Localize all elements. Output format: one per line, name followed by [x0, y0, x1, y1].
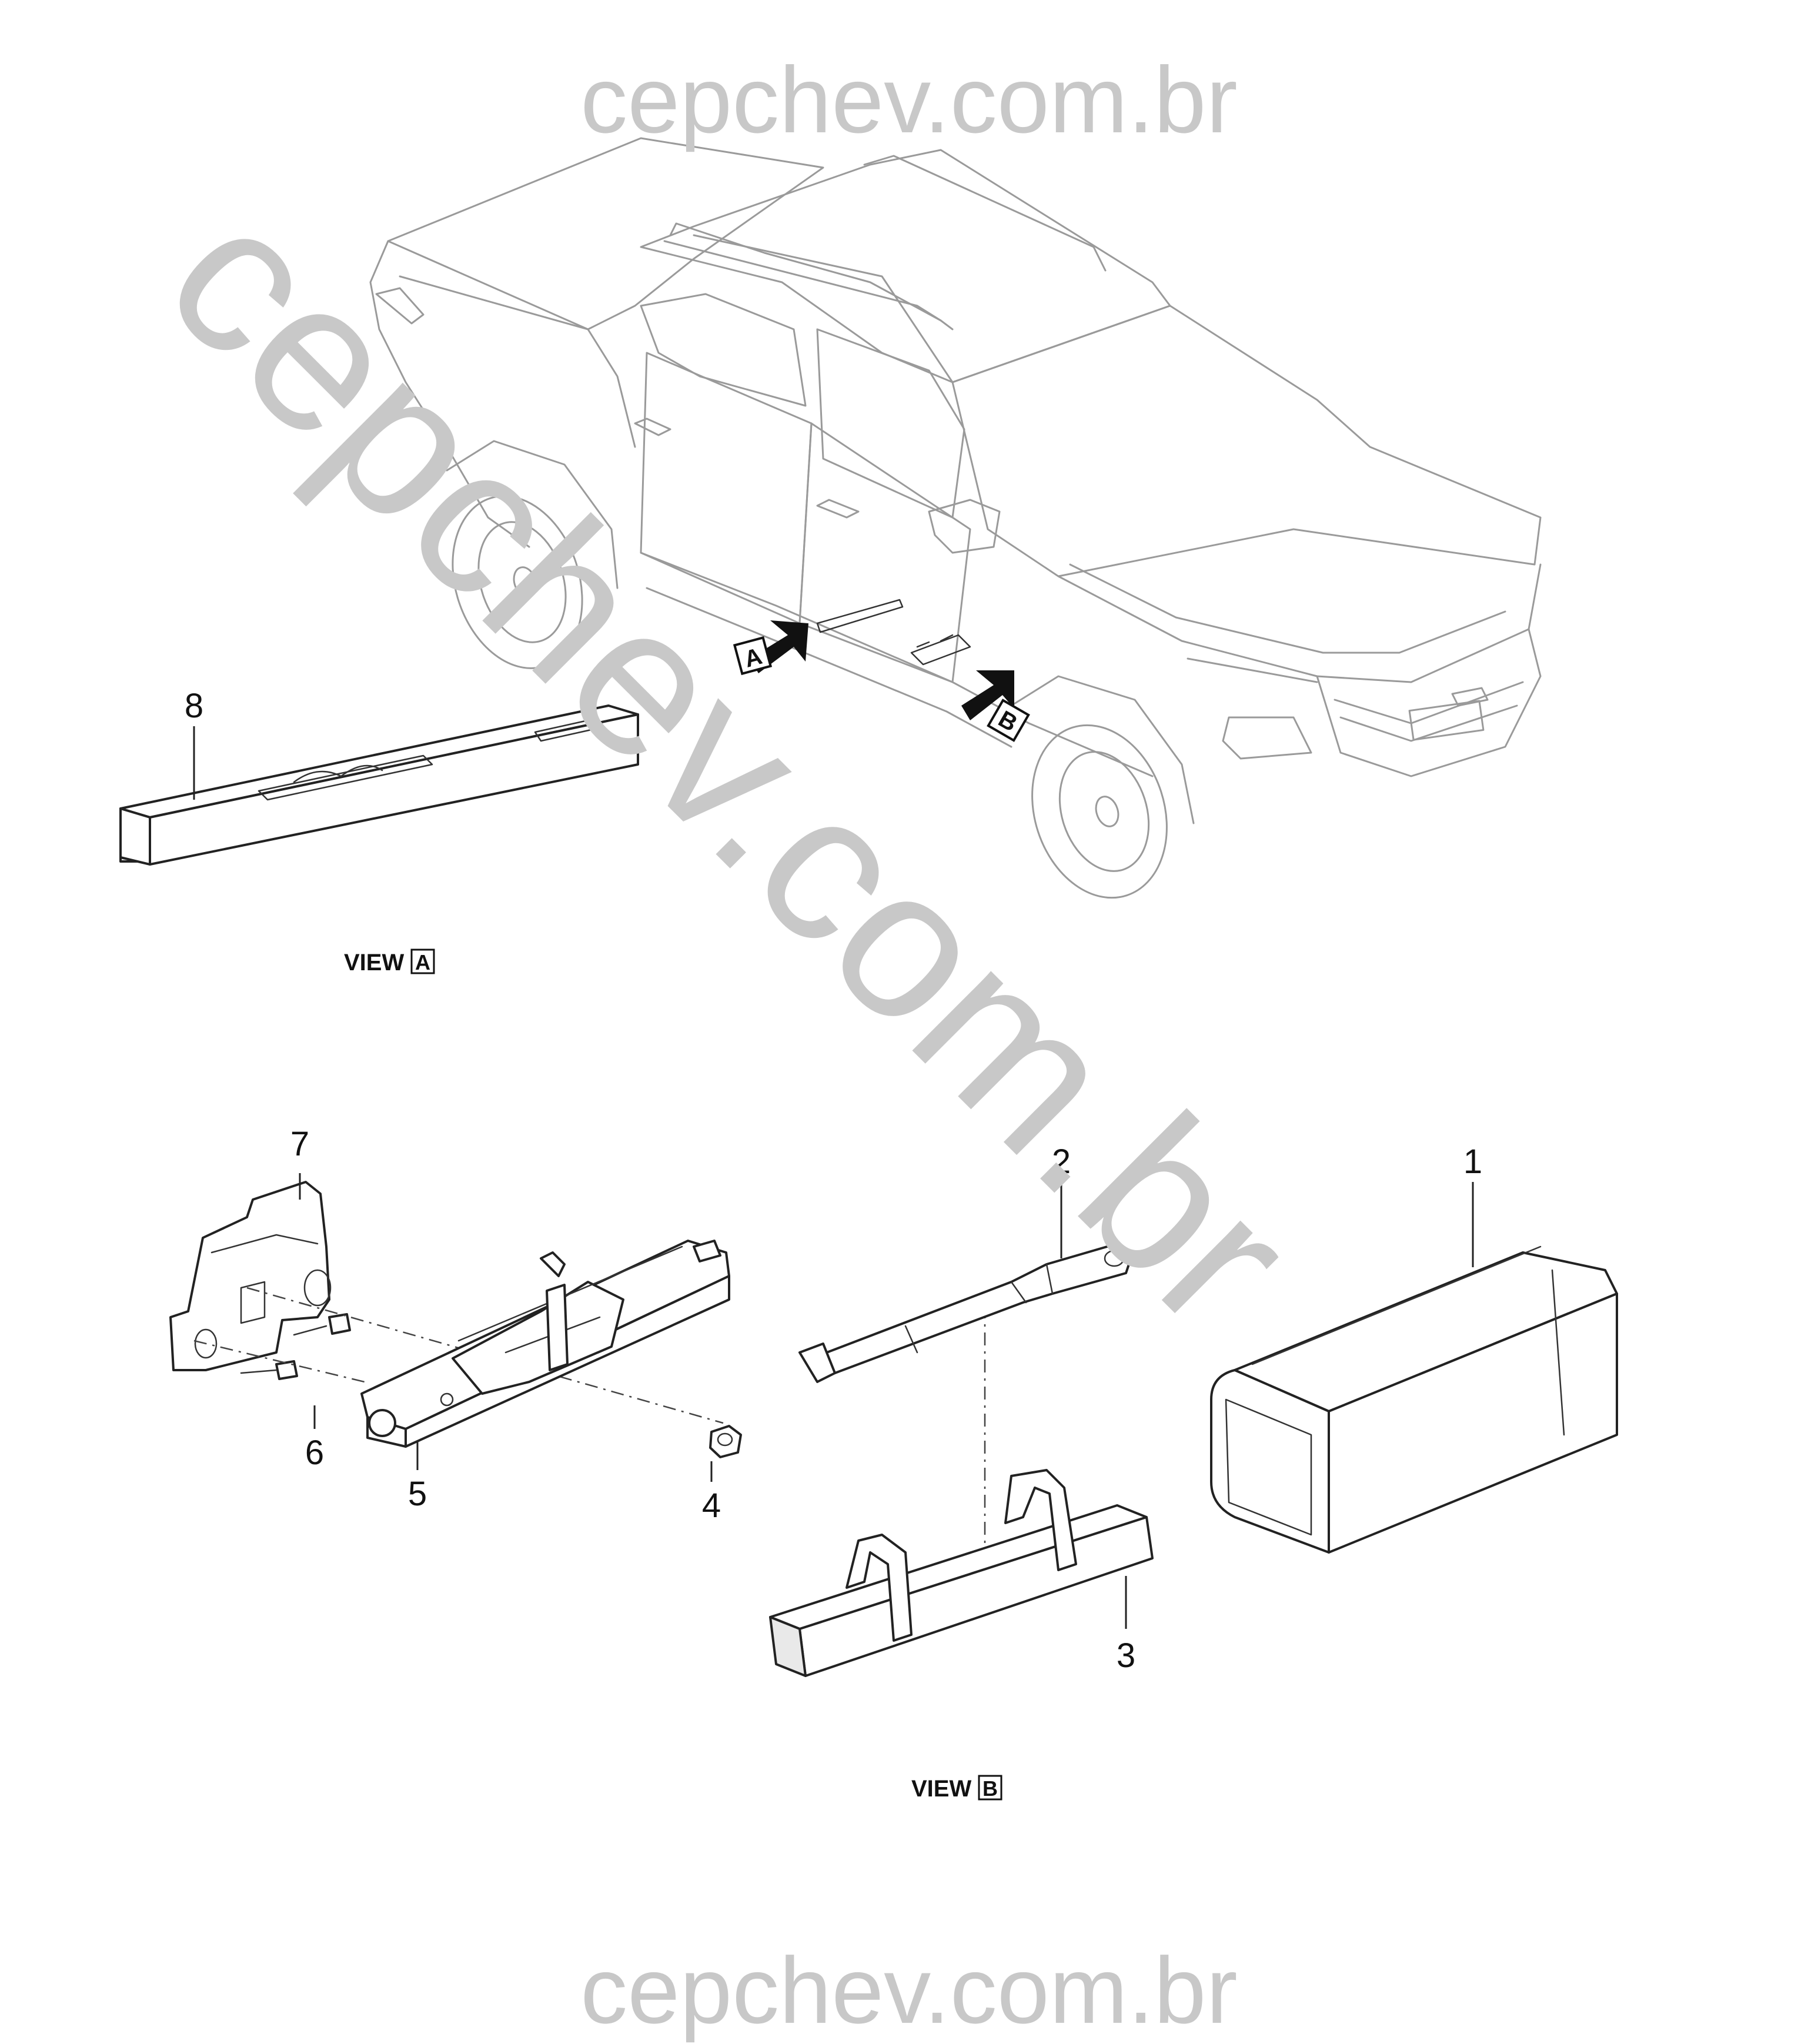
callout-4: 4 [702, 1487, 721, 1525]
part-jack-bracket: 7 [169, 1125, 332, 1371]
callout-5: 5 [408, 1475, 427, 1513]
watermark-bottom: cepchev.com.br [580, 1938, 1238, 2043]
part-wheel-wrench: 2 [798, 1143, 1133, 1383]
part-nut: 4 [702, 1425, 742, 1525]
view-b-label-letter: B [982, 1776, 998, 1801]
part-jack-handle-bag: 8 [119, 687, 639, 866]
view-a-label: VIEW A [344, 948, 435, 976]
part-tool-holder: 3 [769, 1469, 1154, 1677]
part-scissor-jack: 5 [360, 1240, 730, 1513]
part-tool-bag: 1 [1210, 1143, 1618, 1554]
callout-1: 1 [1463, 1143, 1482, 1181]
callout-6: 6 [305, 1434, 324, 1472]
view-b-label-text: VIEW [911, 1776, 971, 1802]
pickup-truck-illustration: A B [369, 137, 1542, 899]
view-b-arrow: B [961, 670, 1030, 742]
alignment-line-bolt [193, 1340, 365, 1383]
watermark-top: cepchev.com.br [580, 47, 1238, 152]
view-b-label: VIEW B [911, 1775, 1002, 1802]
callout-2: 2 [1052, 1143, 1071, 1181]
callout-3: 3 [1117, 1636, 1135, 1675]
part-bolts: 6 [240, 1313, 351, 1472]
view-a-label-letter: A [415, 950, 430, 974]
vehicle-jack-handle-location [816, 599, 904, 633]
callout-7: 7 [290, 1125, 309, 1163]
view-a-label-text: VIEW [344, 950, 404, 976]
view-a-arrow: A [733, 620, 808, 676]
callout-8: 8 [185, 687, 203, 725]
vehicle-jack-location [910, 634, 971, 666]
